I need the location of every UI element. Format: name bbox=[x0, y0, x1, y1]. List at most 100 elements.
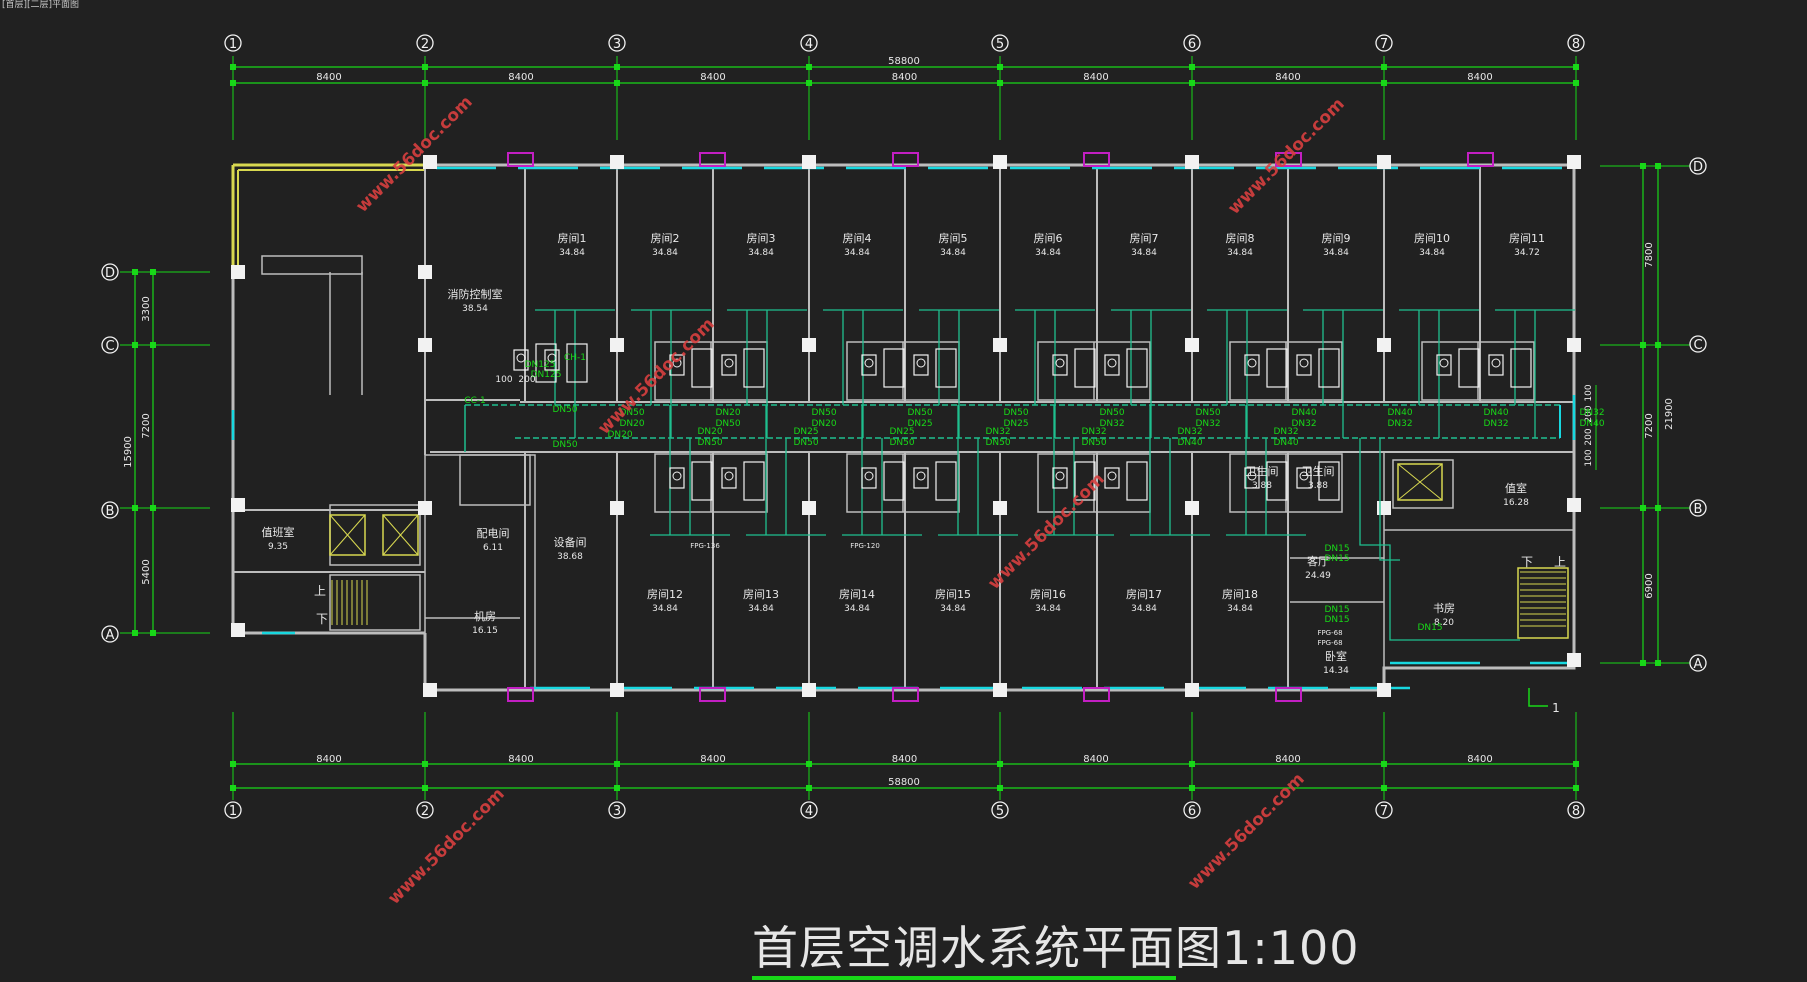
tick bbox=[997, 761, 1003, 767]
pipe-size-upper: DN20 bbox=[811, 419, 836, 429]
bathtub bbox=[1458, 348, 1480, 388]
fan-coil-label: FPG-68 bbox=[1317, 629, 1342, 637]
room-name: 配电间 bbox=[477, 527, 510, 540]
room-name: 值室 bbox=[1505, 481, 1527, 495]
tick bbox=[1381, 64, 1387, 70]
toilet-bowl bbox=[1055, 471, 1065, 481]
column bbox=[423, 155, 437, 169]
pipe-size-lower: DN50 bbox=[1081, 438, 1106, 448]
tick bbox=[1655, 505, 1661, 511]
pipe-main-label: CH-1 bbox=[564, 353, 586, 363]
tick bbox=[1189, 80, 1195, 86]
room-name: 消防控制室 bbox=[448, 287, 503, 301]
east-branch bbox=[1379, 438, 1400, 561]
room-area: 34.84 bbox=[1323, 248, 1349, 258]
pipe-main-label: DN50 bbox=[552, 440, 577, 450]
room-area: 34.84 bbox=[940, 604, 966, 614]
tick bbox=[806, 80, 812, 86]
pipe-main-label: DN50 bbox=[552, 405, 577, 415]
column bbox=[802, 155, 816, 169]
dim-bottom-span: 8400 bbox=[1275, 754, 1300, 765]
pipe-size-upper: DN50 bbox=[619, 408, 644, 418]
toilet-bowl bbox=[1247, 358, 1257, 368]
pipe-size-upper: DN40 bbox=[1579, 419, 1604, 429]
toilet-bowl bbox=[1491, 358, 1501, 368]
tick bbox=[997, 80, 1003, 86]
pipe-east-label: DN15 bbox=[1324, 544, 1349, 554]
title-underline bbox=[752, 976, 1176, 980]
toilet-bowl bbox=[1107, 471, 1117, 481]
grid-bubble-left-label: B bbox=[106, 504, 115, 519]
toilet-bowl bbox=[1107, 358, 1117, 368]
room-area: 34.84 bbox=[1227, 604, 1253, 614]
bathtub bbox=[1510, 348, 1532, 388]
toilet-bowl bbox=[1055, 358, 1065, 368]
room-name: 房间16 bbox=[1030, 588, 1066, 601]
toilet bbox=[1296, 467, 1312, 489]
balcony-north bbox=[1467, 152, 1494, 167]
dim-bottom-span: 8400 bbox=[700, 754, 725, 765]
dim-bottom-span: 8400 bbox=[1083, 754, 1108, 765]
pipe-size-lower: DN50 bbox=[697, 438, 722, 448]
column bbox=[231, 498, 245, 512]
column bbox=[1377, 155, 1391, 169]
tick bbox=[1640, 342, 1646, 348]
column bbox=[1185, 501, 1199, 515]
dim-bottom-span: 8400 bbox=[1467, 754, 1492, 765]
tick bbox=[230, 761, 236, 767]
column bbox=[418, 501, 432, 515]
tick bbox=[422, 64, 428, 70]
apartment bbox=[1383, 451, 1575, 669]
dim-top-span: 8400 bbox=[508, 72, 533, 83]
wall-west bbox=[231, 272, 425, 635]
grid-bubble-left-circle bbox=[101, 625, 119, 643]
dim-left-inner: 7200 bbox=[141, 413, 152, 438]
column bbox=[610, 683, 624, 697]
grid-bubble-top-label: 1 bbox=[229, 37, 237, 52]
pipe-east-label: DN15 bbox=[1324, 554, 1349, 564]
grid-bubble-top-label: 2 bbox=[421, 37, 429, 52]
grid-bubble-bottom-label: 1 bbox=[229, 804, 237, 819]
column bbox=[1185, 155, 1199, 169]
room-area: 34.84 bbox=[1131, 248, 1157, 258]
grid-bubble-bottom-label: 3 bbox=[613, 804, 621, 819]
tick bbox=[614, 785, 620, 791]
column bbox=[231, 623, 245, 637]
room-area: 14.34 bbox=[1323, 666, 1349, 676]
tick bbox=[1640, 660, 1646, 666]
grid-bubble-bottom-label: 4 bbox=[805, 804, 813, 819]
section-mark-line bbox=[1528, 688, 1548, 707]
room-area: 34.72 bbox=[1514, 248, 1540, 258]
room-name: 房间7 bbox=[1130, 232, 1159, 245]
tick bbox=[806, 64, 812, 70]
pipe-size-upper: DN50 bbox=[715, 419, 740, 429]
dim-top-span: 8400 bbox=[700, 72, 725, 83]
pipe-size-lower: DN40 bbox=[1273, 438, 1298, 448]
bathtub bbox=[743, 348, 765, 388]
stair-west bbox=[329, 574, 421, 631]
toilet bbox=[861, 467, 877, 489]
header-note: [首层][二层]平面图 bbox=[2, 0, 80, 10]
balcony-south bbox=[1083, 687, 1110, 702]
column bbox=[231, 265, 245, 279]
tick bbox=[1189, 64, 1195, 70]
pipe-size-upper: DN20 bbox=[715, 408, 740, 418]
column bbox=[418, 338, 432, 352]
grid-bubble-bottom-label: 7 bbox=[1380, 804, 1388, 819]
grid-bubble-left-circle bbox=[101, 263, 119, 281]
grid-bubble-top-label: 7 bbox=[1380, 37, 1388, 52]
tick bbox=[1573, 785, 1579, 791]
room-name: 客厅 bbox=[1307, 554, 1329, 568]
watermark: www.56doc.com bbox=[594, 314, 718, 438]
bathtub bbox=[691, 348, 713, 388]
tick bbox=[230, 64, 236, 70]
room-name: 房间18 bbox=[1222, 588, 1258, 601]
balcony-north bbox=[1083, 152, 1110, 167]
toilet bbox=[1052, 467, 1068, 489]
dimension-lines: 5880058800840084008400840084008400840084… bbox=[120, 56, 1690, 800]
tick bbox=[1189, 785, 1195, 791]
tick bbox=[150, 269, 156, 275]
column bbox=[423, 683, 437, 697]
room-area: 34.84 bbox=[844, 248, 870, 258]
tick bbox=[1189, 761, 1195, 767]
